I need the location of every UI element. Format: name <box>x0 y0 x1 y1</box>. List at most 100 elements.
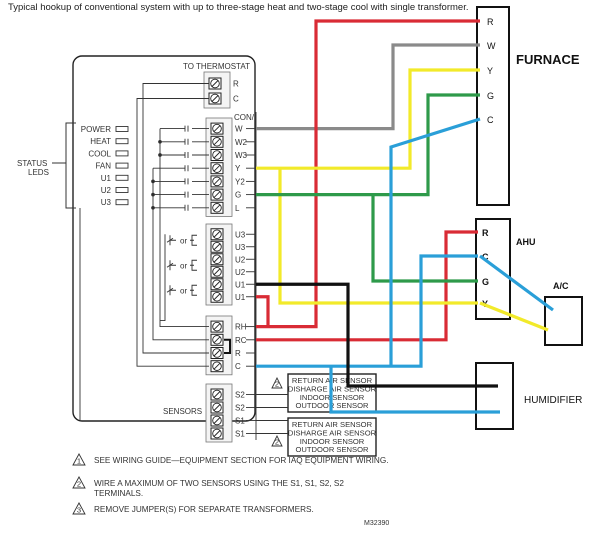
control-panel <box>72 55 256 422</box>
note-text: TERMINALS. <box>94 489 143 498</box>
sensor-box <box>287 417 377 457</box>
heat-common-wire <box>159 128 209 328</box>
terminal-label-w2: W2 <box>235 138 248 147</box>
led-label-cool: COOL <box>88 149 111 158</box>
screw-head-icon <box>212 123 222 134</box>
note-text: WIRE A MAXIMUM OF TWO SENSORS USING THE … <box>94 479 344 488</box>
screw-slot <box>213 349 221 357</box>
screw-head-icon <box>212 267 222 277</box>
screw-head-icon <box>210 78 220 89</box>
screw-head-icon <box>212 321 222 332</box>
screw-head-icon <box>212 203 222 213</box>
screw-head-icon <box>212 189 222 200</box>
screw-head-icon <box>212 176 222 187</box>
screw-head-icon <box>212 254 222 264</box>
screw-head-icon <box>212 279 222 290</box>
wire-white-w <box>256 43 480 131</box>
status-leds-label-line1: STATUS <box>17 159 47 168</box>
led-label-u1: U1 <box>101 174 112 183</box>
note-marker-icon <box>271 434 283 447</box>
terminal-label-u1: U1 <box>235 293 246 302</box>
wire-green-g-furnace <box>256 93 480 197</box>
screw-slot <box>213 191 221 198</box>
terminal-label-y2: Y2 <box>235 177 245 186</box>
capacitor-contact <box>153 204 209 211</box>
wire-blue-ac <box>479 254 554 312</box>
terminal-label-u2: U2 <box>235 268 246 277</box>
relay-nc-contact-icon <box>166 235 176 246</box>
sensor-leads <box>256 394 288 434</box>
screw-head-icon <box>212 292 222 302</box>
relay-nc-contact-icon <box>166 285 176 296</box>
tstat-r-wire <box>142 83 209 354</box>
wire-yellow-y-ahu <box>278 168 478 305</box>
led-label-u3: U3 <box>101 198 112 207</box>
wire-yellow-y-furnace <box>256 68 480 170</box>
ahu-terminal-g: G <box>482 277 489 287</box>
screw-head-icon <box>212 335 222 345</box>
terminal-label-s2: S2 <box>235 404 245 413</box>
terminal-label-u3: U3 <box>235 243 246 252</box>
terminal-label-l: L <box>235 204 240 213</box>
aux-common-wire <box>160 234 166 322</box>
wire-blue-c-furnace <box>389 117 481 367</box>
furnace-terminal-y: Y <box>487 66 493 76</box>
screw-slot <box>213 362 221 370</box>
terminal-label-u3: U3 <box>235 230 246 239</box>
led-power-icon <box>115 126 129 132</box>
led-u2-icon <box>115 187 129 193</box>
wire-red-u1 <box>256 295 270 327</box>
note-triangle-icon <box>72 453 86 466</box>
screw-slot <box>213 230 221 238</box>
screw-slot <box>213 323 221 330</box>
furnace-terminal-g: G <box>487 91 494 101</box>
relay-or-label: or <box>180 261 187 270</box>
wire-red-r-furnace <box>256 19 480 329</box>
screw-slot <box>213 404 221 411</box>
ac-title: A/C <box>553 281 569 291</box>
led-fan-icon <box>115 162 129 169</box>
screw-slot <box>213 417 221 424</box>
furnace-title: FURNACE <box>516 52 580 67</box>
led-bracket <box>65 122 76 209</box>
screw-head-icon <box>212 389 222 400</box>
to-thermostat-label: TO THERMOSTAT <box>183 62 250 71</box>
terminal-label-c: C <box>235 362 241 371</box>
led-u1-icon <box>115 174 129 181</box>
sensor-box-line: RETURN AIR SENSOR <box>292 420 373 429</box>
screw-slot <box>211 95 219 102</box>
screw-head-icon <box>212 229 222 239</box>
note-marker-number: 2 <box>275 380 279 389</box>
terminal-label-r: R <box>235 349 241 358</box>
terminal-label-w: W <box>235 125 243 134</box>
note-triangle-icon <box>72 502 86 515</box>
furnace-terminal-w: W <box>487 41 496 51</box>
ahu-terminal-c: C <box>482 252 489 262</box>
capacitor-contact <box>153 178 209 185</box>
furnace-box <box>476 6 510 206</box>
screw-slot <box>213 138 221 146</box>
note-triangle-icon <box>72 476 86 489</box>
tstat-c-wire <box>136 98 209 367</box>
screw-slot <box>213 391 221 398</box>
sensor-box-line: OUTDOOR SENSOR <box>296 445 370 454</box>
capacitor-contact <box>160 138 209 145</box>
terminal-label-rh: RH <box>235 323 247 332</box>
led-label-power: POWER <box>81 125 111 134</box>
humidifier-title: HUMIDIFIER <box>524 395 582 406</box>
screw-slot <box>211 80 219 87</box>
led-heat-icon <box>115 138 129 145</box>
screw-slot <box>213 336 221 344</box>
status-leds-label-line2: LEDS <box>28 168 49 177</box>
furnace-terminal-r: R <box>487 17 494 27</box>
relay-no-contact-icon <box>190 284 197 296</box>
capacitor-contact <box>153 191 209 198</box>
screw-slot <box>213 164 221 172</box>
terminal-label-s2: S2 <box>235 391 245 400</box>
terminal-label-c: C <box>233 95 239 104</box>
